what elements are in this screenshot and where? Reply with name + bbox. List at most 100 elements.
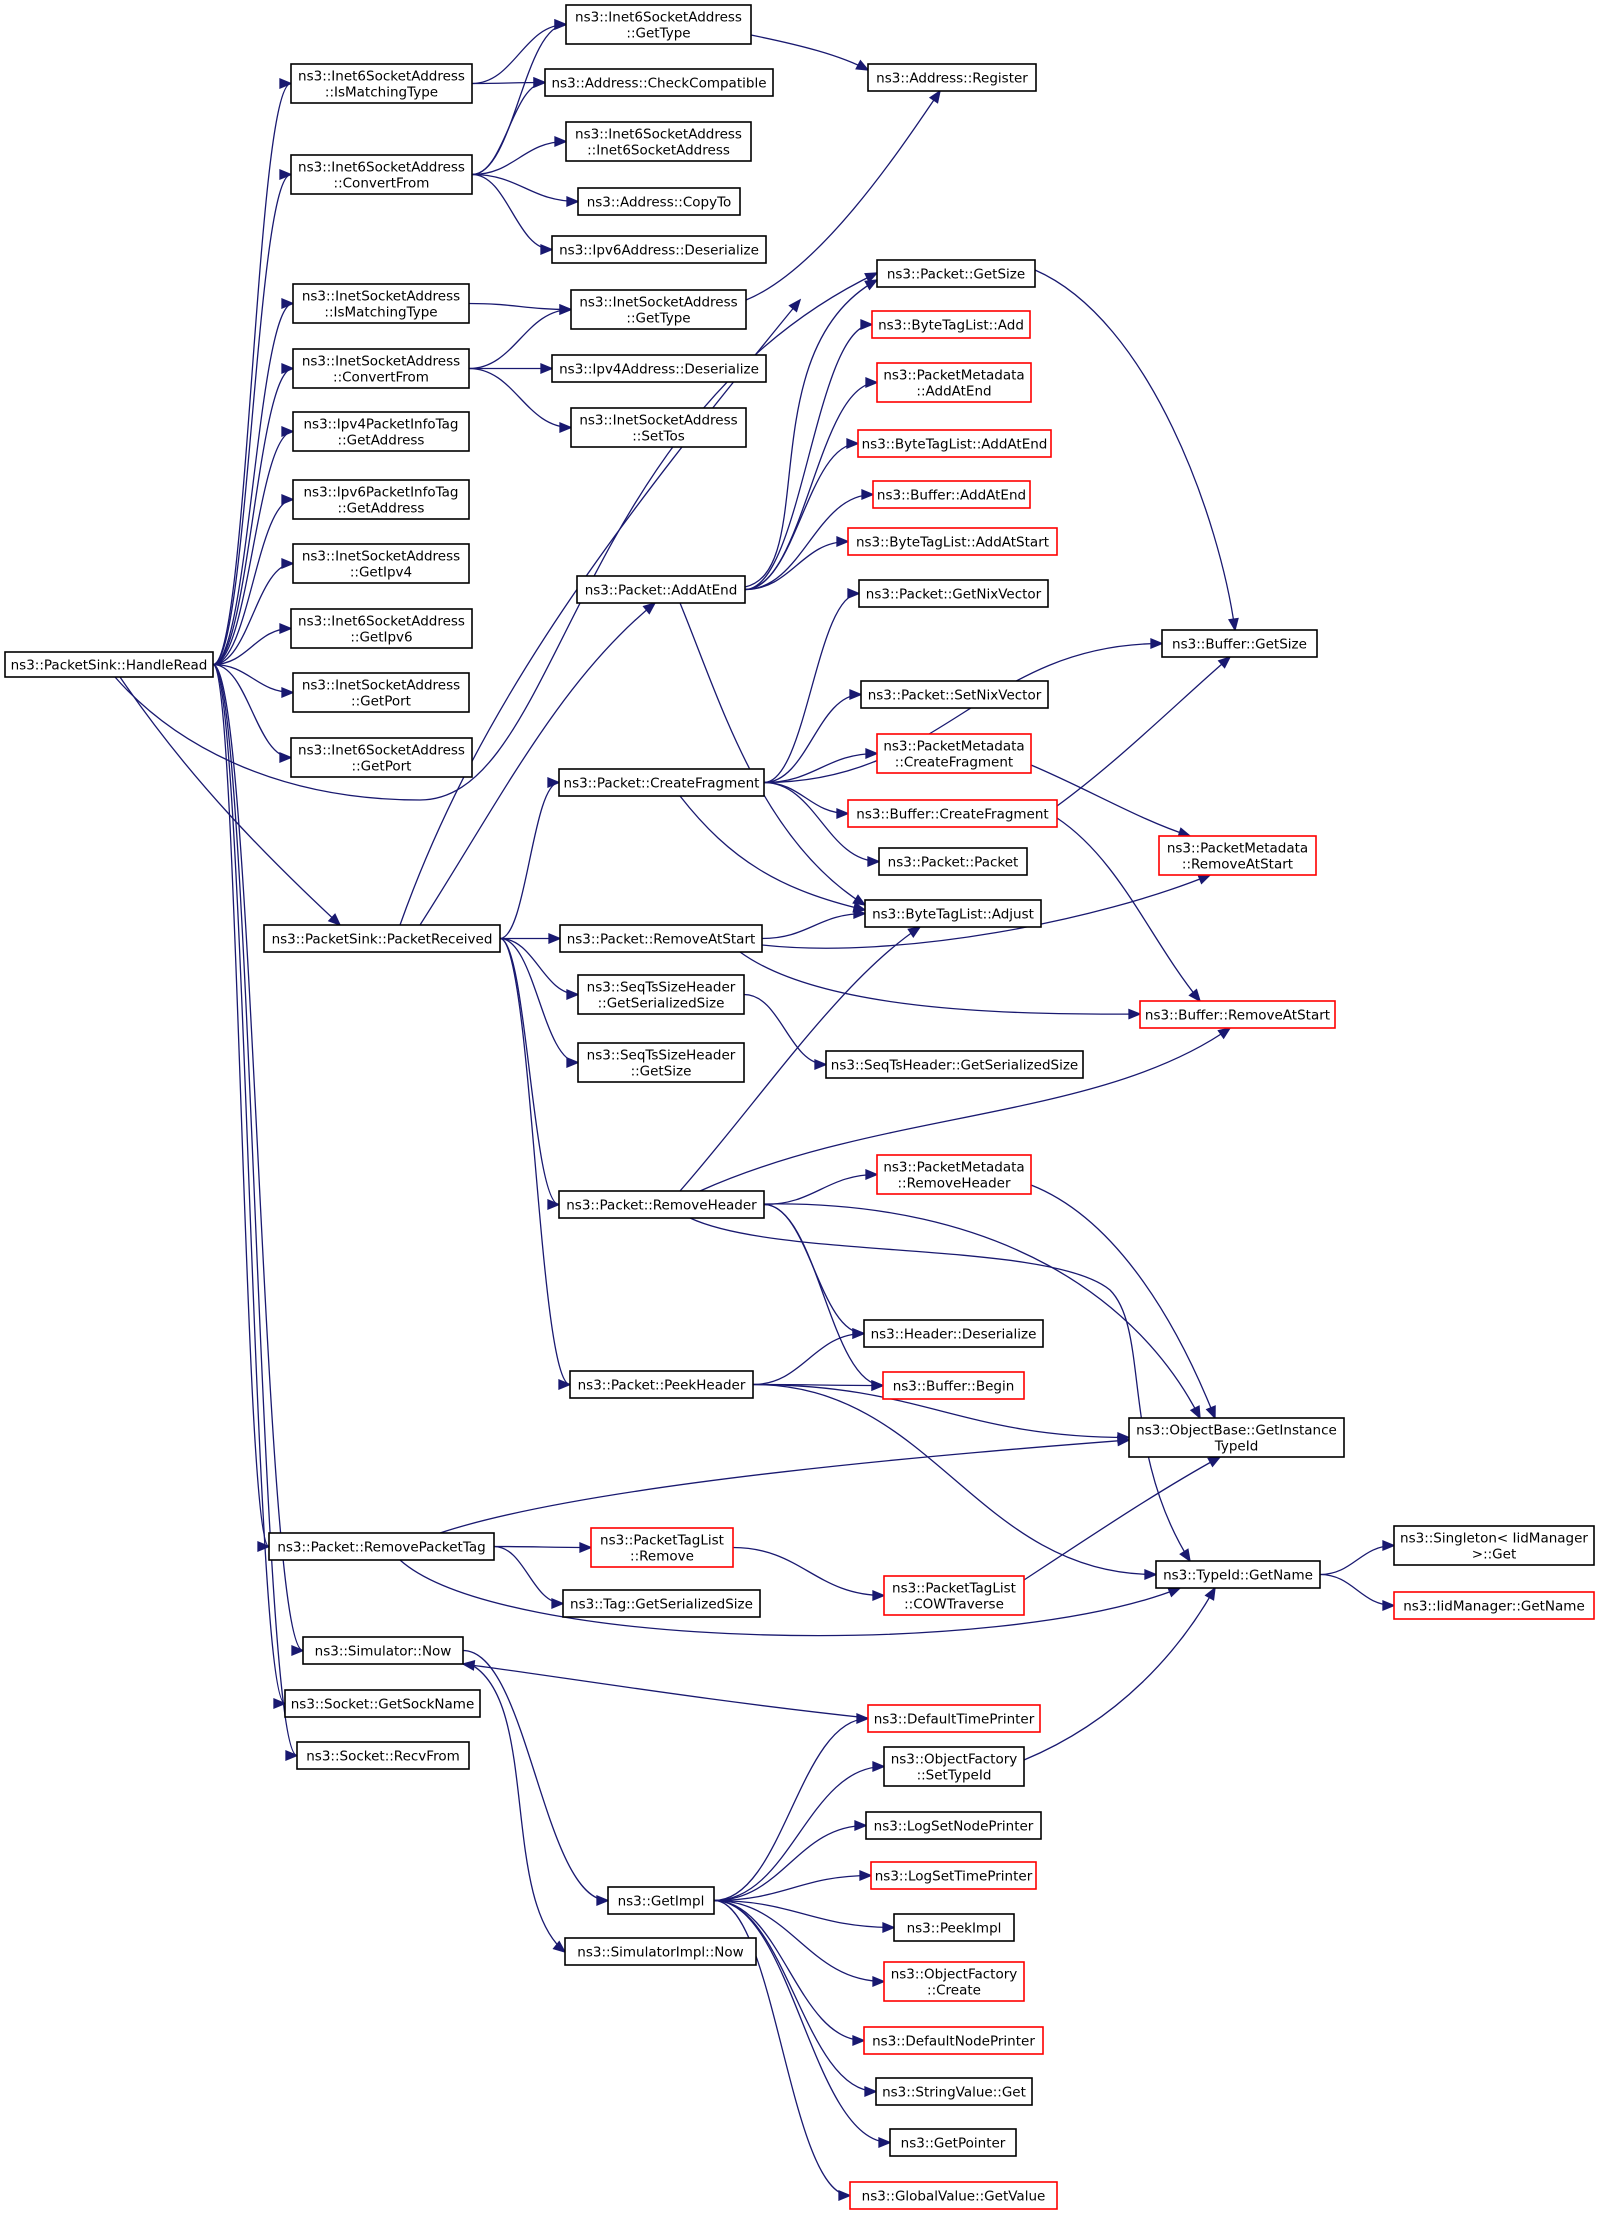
node-getPointer[interactable]: ns3::GetPointer: [889, 2128, 1017, 2157]
node-ip6PktInfo[interactable]: ns3::Ipv6PacketInfoTag::GetAddress: [292, 479, 470, 520]
node-btlAdjust[interactable]: ns3::ByteTagList::Adjust: [864, 899, 1042, 928]
edge-arrowhead: [788, 298, 802, 313]
node-tidGetName[interactable]: ns3::TypeId::GetName: [1155, 1560, 1321, 1589]
node-i6IsMatch[interactable]: ns3::Inet6SocketAddress::IsMatchingType: [290, 63, 473, 104]
node-hdrDeser[interactable]: ns3::Header::Deserialize: [863, 1319, 1044, 1348]
node-label: ns3::ByteTagList::AddAtEnd: [862, 437, 1048, 453]
node-psPktRecv[interactable]: ns3::PacketSink::PacketReceived: [263, 924, 501, 953]
node-i4Conv[interactable]: ns3::InetSocketAddress::ConvertFrom: [292, 348, 470, 389]
node-getImpl[interactable]: ns3::GetImpl: [607, 1886, 715, 1915]
node-box: [1128, 1417, 1345, 1458]
node-addrCheck[interactable]: ns3::Address::CheckCompatible: [544, 68, 774, 97]
node-pktRemoveAtStart[interactable]: ns3::Packet::RemoveAtStart: [559, 924, 763, 953]
node-pktRemoveTag[interactable]: ns3::Packet::RemovePacketTag: [268, 1532, 495, 1561]
node-root[interactable]: ns3::PacketSink::HandleRead: [4, 651, 214, 678]
node-label: ns3::Singleton< IidManager: [1400, 1531, 1588, 1547]
node-box: [268, 1532, 495, 1561]
node-label: ::RemoveHeader: [897, 1176, 1010, 1192]
node-ptlRemove[interactable]: ns3::PacketTagList::Remove: [590, 1527, 734, 1568]
edge-line: [212, 173, 292, 666]
edge-pktRemoveTag-to-tidGetName: [399, 1559, 1182, 1637]
edge-arrowhead: [1167, 1587, 1182, 1598]
node-pktCreateFrag[interactable]: ns3::Packet::CreateFragment: [558, 768, 765, 797]
node-box: [590, 1527, 734, 1568]
node-pktPeekHeader[interactable]: ns3::Packet::PeekHeader: [569, 1370, 754, 1399]
node-bufCreateFrag[interactable]: ns3::Buffer::CreateFragment: [847, 799, 1058, 828]
node-i6Conv[interactable]: ns3::Inet6SocketAddress::ConvertFrom: [290, 154, 473, 195]
node-i4SetTos[interactable]: ns3::InetSocketAddress::SetTos: [570, 407, 747, 448]
node-i4GetType[interactable]: ns3::InetSocketAddress::GetType: [570, 289, 747, 330]
node-bufBegin[interactable]: ns3::Buffer::Begin: [882, 1371, 1025, 1400]
node-box: [893, 1913, 1015, 1942]
node-ofCreate[interactable]: ns3::ObjectFactory::Create: [883, 1961, 1025, 2002]
node-pktGetSize[interactable]: ns3::Packet::GetSize: [876, 259, 1036, 288]
node-logSetNode[interactable]: ns3::LogSetNodePrinter: [865, 1811, 1042, 1840]
node-ip4Deser[interactable]: ns3::Ipv4Address::Deserialize: [551, 354, 767, 383]
node-pktGetNix[interactable]: ns3::Packet::GetNixVector: [858, 579, 1049, 608]
node-tagGetSer[interactable]: ns3::Tag::GetSerializedSize: [562, 1589, 761, 1618]
node-addrCopyTo[interactable]: ns3::Address::CopyTo: [577, 187, 741, 216]
edge-arrowhead: [461, 1660, 476, 1671]
node-seqTsGetSer[interactable]: ns3::SeqTsHeader::GetSerializedSize: [825, 1050, 1084, 1079]
node-btlAdd[interactable]: ns3::ByteTagList::Add: [871, 310, 1031, 339]
node-label: ns3::Inet6SocketAddress: [298, 160, 465, 176]
node-ptlCOW[interactable]: ns3::PacketTagList::COWTraverse: [883, 1575, 1025, 1616]
edge-arrowhead: [281, 363, 295, 374]
node-i6GetType[interactable]: ns3::Inet6SocketAddress::GetType: [565, 4, 752, 45]
node-label: ::AddAtEnd: [916, 384, 991, 400]
edge-getImpl-to-logSetNode: [713, 1820, 868, 1902]
edge-arrowhead: [855, 59, 870, 71]
node-singletonGet[interactable]: ns3::Singleton< IidManager>::Get: [1393, 1525, 1595, 1566]
node-bufAddAtEnd[interactable]: ns3::Buffer::AddAtEnd: [872, 480, 1031, 509]
node-box: [882, 1371, 1025, 1400]
node-ip6Deser[interactable]: ns3::Ipv6Address::Deserialize: [551, 235, 767, 264]
node-defTimePrinter[interactable]: ns3::DefaultTimePrinter: [867, 1704, 1041, 1733]
node-pmRemoveAtStart[interactable]: ns3::PacketMetadata::RemoveAtStart: [1158, 835, 1317, 876]
node-label: ns3::ObjectFactory: [891, 1967, 1018, 1983]
edge-line: [752, 1383, 1130, 1439]
node-iidGetName[interactable]: ns3::IidManager::GetName: [1393, 1591, 1595, 1620]
edge-arrowhead: [838, 2190, 852, 2201]
node-bufGetSize[interactable]: ns3::Buffer::GetSize: [1161, 629, 1318, 658]
node-bufRemoveAtStart[interactable]: ns3::Buffer::RemoveAtStart: [1139, 1000, 1336, 1029]
node-peekImpl[interactable]: ns3::PeekImpl: [893, 1913, 1015, 1942]
node-logSetTime[interactable]: ns3::LogSetTimePrinter: [870, 1861, 1037, 1890]
node-simImplNow[interactable]: ns3::SimulatorImpl::Now: [564, 1937, 757, 1966]
node-defNodePrinter[interactable]: ns3::DefaultNodePrinter: [863, 2026, 1044, 2055]
node-seqGetSer[interactable]: ns3::SeqTsSizeHeader::GetSerializedSize: [577, 974, 745, 1015]
node-pktPacket[interactable]: ns3::Packet::Packet: [878, 847, 1028, 876]
node-i6GetIpv6[interactable]: ns3::Inet6SocketAddress::GetIpv6: [290, 608, 473, 649]
node-i4GetIpv4[interactable]: ns3::InetSocketAddress::GetIpv4: [292, 543, 470, 584]
node-ofSetTypeId[interactable]: ns3::ObjectFactory::SetTypeId: [883, 1746, 1025, 1787]
node-sockGetSockName[interactable]: ns3::Socket::GetSockName: [284, 1689, 481, 1718]
node-i4GetPort[interactable]: ns3::InetSocketAddress::GetPort: [292, 672, 470, 713]
node-i4IsMatch[interactable]: ns3::InetSocketAddress::IsMatchingType: [292, 283, 470, 324]
node-label: ::Create: [927, 1983, 981, 1999]
edge-root-to-sockRecvFrom: [212, 663, 299, 1761]
node-seqGetSize[interactable]: ns3::SeqTsSizeHeader::GetSize: [577, 1042, 745, 1083]
node-gvGetValue[interactable]: ns3::GlobalValue::GetValue: [849, 2181, 1058, 2210]
node-btlAddAtStart[interactable]: ns3::ByteTagList::AddAtStart: [847, 527, 1058, 556]
edge-pktRemoveTag-to-obGetInst: [439, 1435, 1131, 1534]
node-label: ns3::Buffer::CreateFragment: [856, 807, 1048, 823]
node-strValGet[interactable]: ns3::StringValue::Get: [875, 2077, 1033, 2106]
node-box: [889, 2128, 1017, 2157]
node-pktAddAtEnd[interactable]: ns3::Packet::AddAtEnd: [576, 575, 746, 604]
node-addrReg[interactable]: ns3::Address::Register: [867, 63, 1037, 92]
node-pmCreateFrag[interactable]: ns3::PacketMetadata::CreateFragment: [876, 733, 1032, 774]
node-label: ns3::Packet::Packet: [888, 855, 1019, 871]
node-pktRemoveHeader[interactable]: ns3::Packet::RemoveHeader: [558, 1190, 765, 1219]
node-pktSetNix[interactable]: ns3::Packet::SetNixVector: [860, 680, 1049, 709]
edge-i4Conv-to-i4SetTos: [468, 367, 573, 433]
edge-arrowhead: [1188, 988, 1202, 1003]
node-i6GetPort[interactable]: ns3::Inet6SocketAddress::GetPort: [290, 737, 473, 778]
node-simNow[interactable]: ns3::Simulator::Now: [302, 1636, 464, 1665]
edge-line: [763, 1203, 1201, 1419]
node-pmRemoveHeader[interactable]: ns3::PacketMetadata::RemoveHeader: [876, 1154, 1032, 1195]
node-ip4PktInfo[interactable]: ns3::Ipv4PacketInfoTag::GetAddress: [292, 411, 470, 452]
node-pmAddAtEnd[interactable]: ns3::PacketMetadata::AddAtEnd: [876, 362, 1032, 403]
node-sockRecvFrom[interactable]: ns3::Socket::RecvFrom: [296, 1741, 470, 1770]
node-btlAddAtEnd[interactable]: ns3::ByteTagList::AddAtEnd: [857, 429, 1052, 458]
node-i6Ctor[interactable]: ns3::Inet6SocketAddress::Inet6SocketAddr…: [565, 121, 752, 162]
